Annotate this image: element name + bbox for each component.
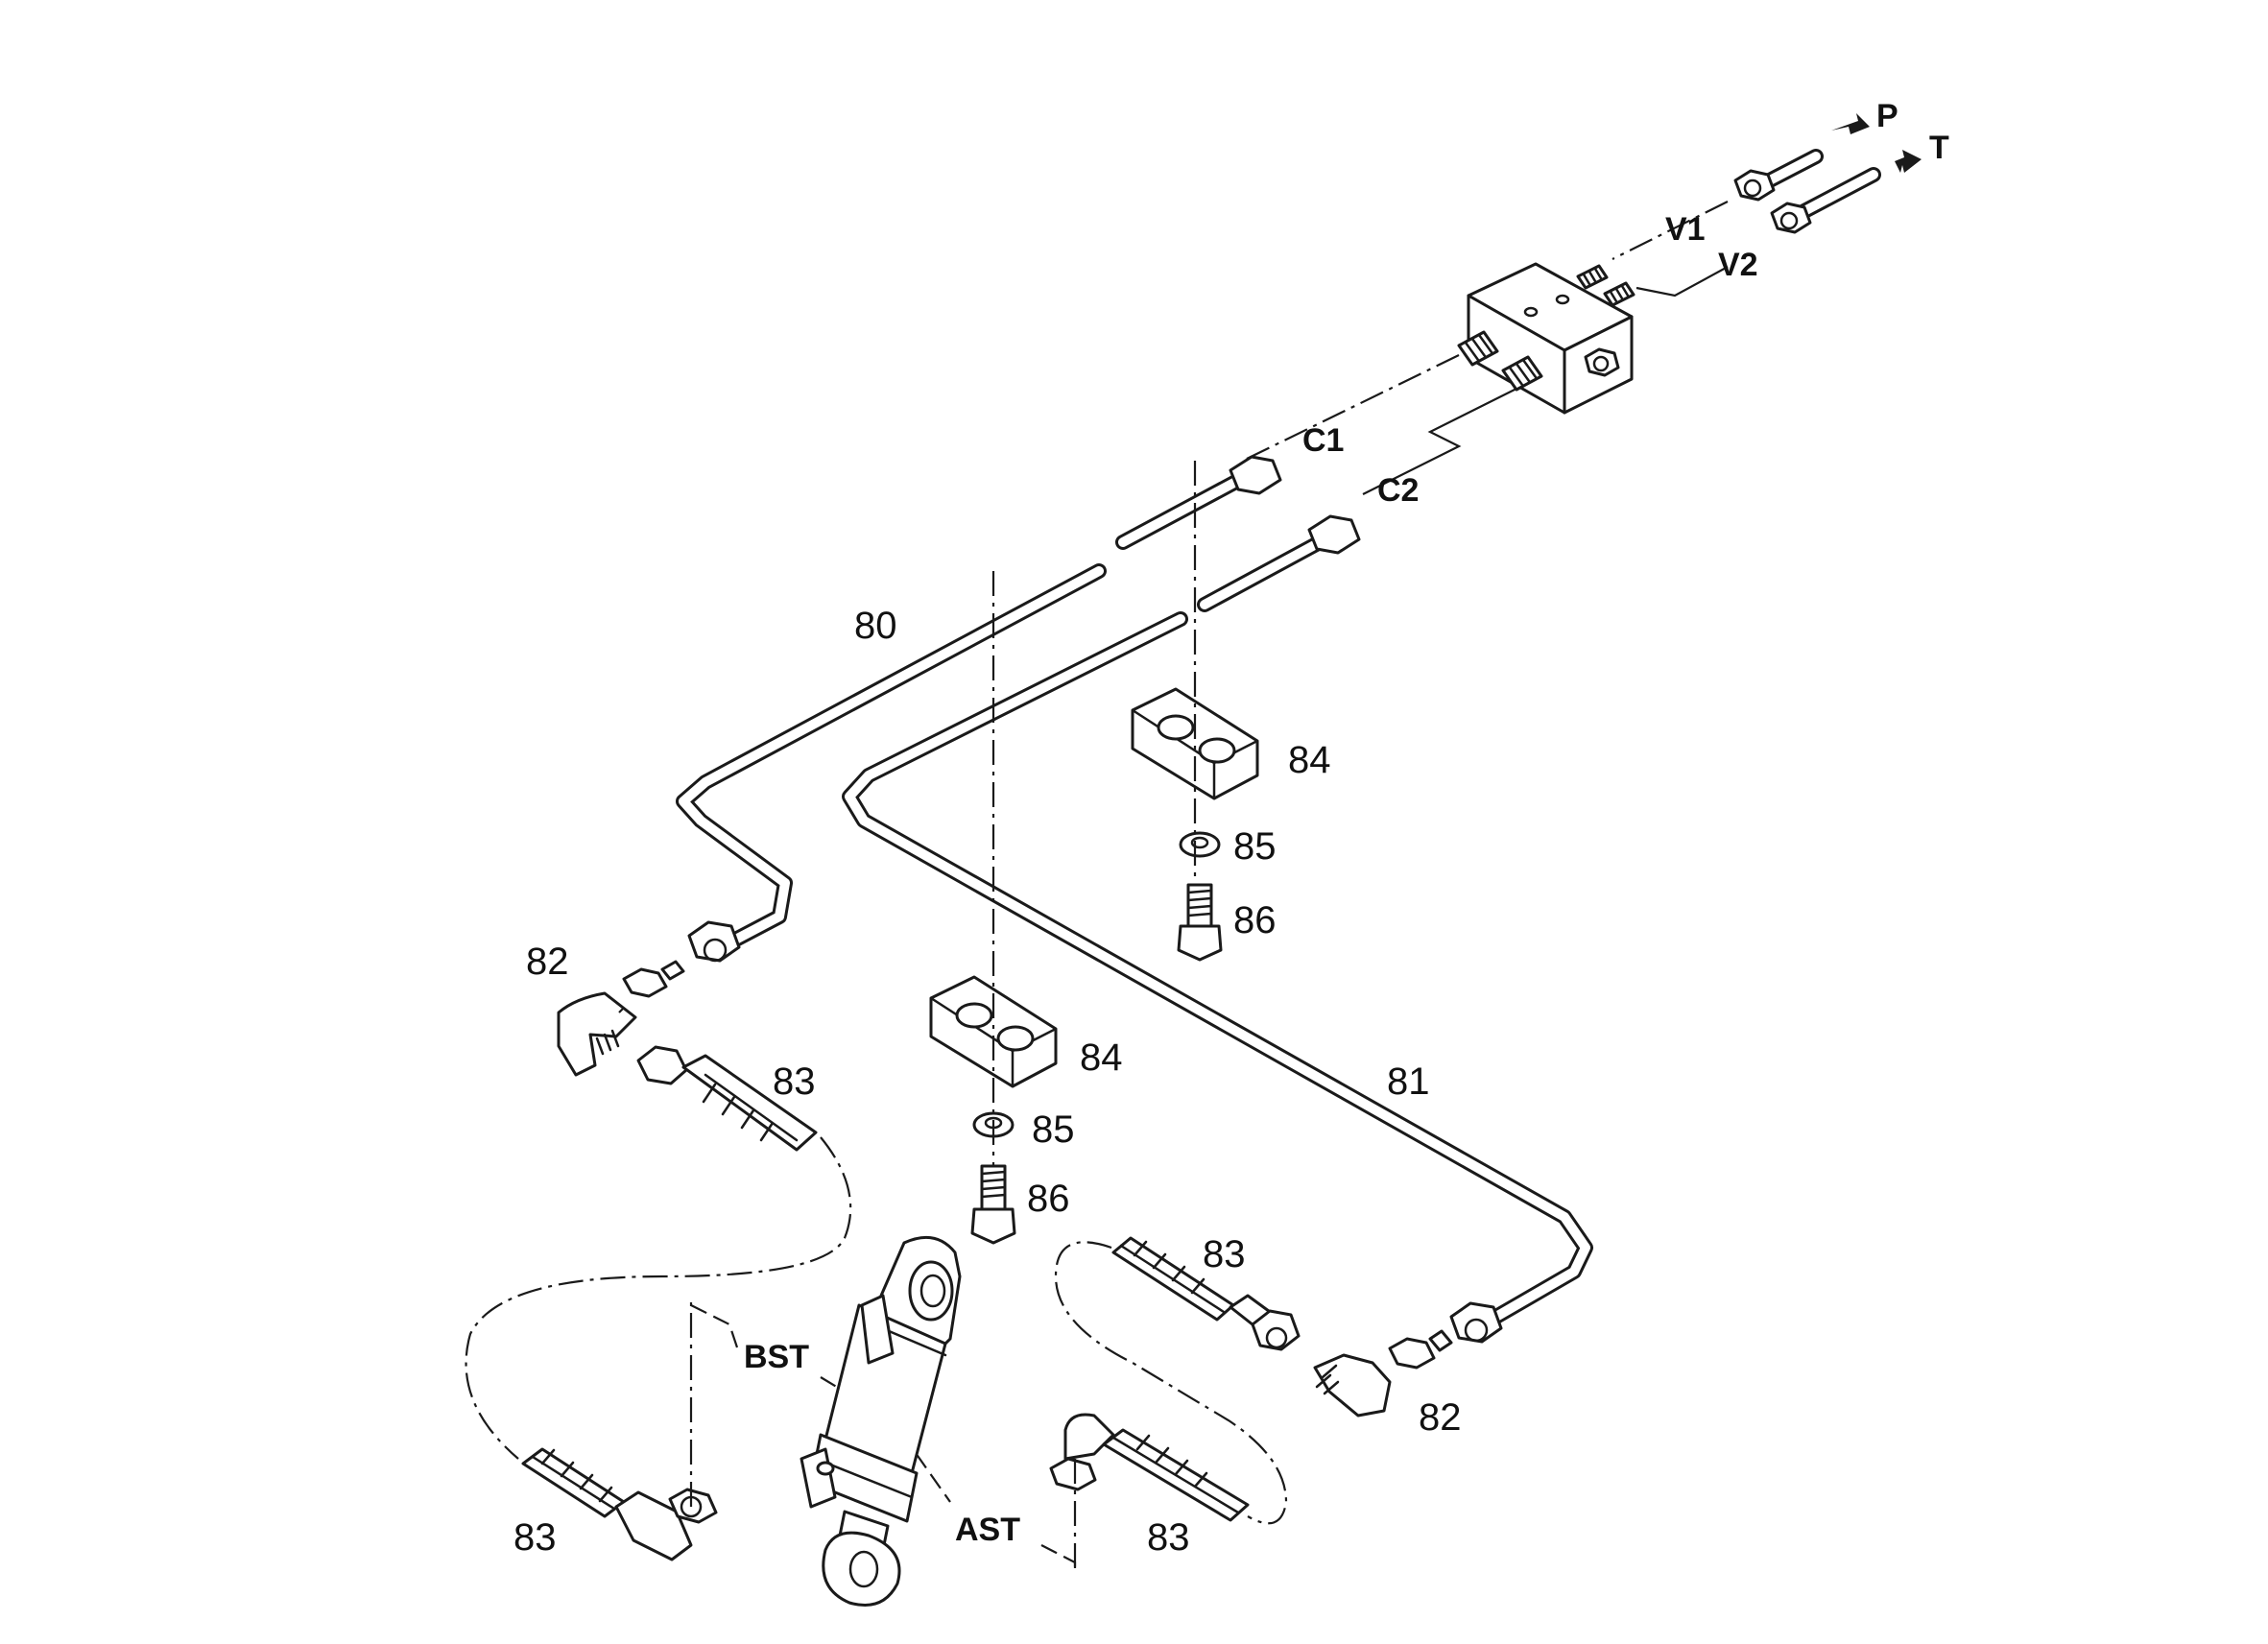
valve-plug-side	[1584, 347, 1620, 377]
pipe-80	[676, 455, 1282, 963]
callout-85-lower: 85	[1032, 1108, 1075, 1151]
sensor-box	[860, 1294, 895, 1365]
callout-80: 80	[854, 605, 897, 647]
callout-82-right: 82	[1419, 1396, 1462, 1439]
port-label-c1: C1	[1302, 422, 1344, 459]
port-fitting-v2	[1603, 281, 1635, 307]
callout-86-lower: 86	[1027, 1178, 1070, 1220]
valve-block	[1457, 262, 1635, 415]
pressure-arrow-icon	[1831, 113, 1870, 134]
pipe-81	[842, 514, 1593, 1344]
port-label-bst: BST	[744, 1339, 809, 1375]
port-fitting-v1	[1576, 264, 1609, 290]
callout-85-upper: 85	[1233, 825, 1277, 868]
port-label-c2: C2	[1377, 472, 1419, 509]
callout-83-top-left: 83	[773, 1060, 816, 1103]
elbow-fitting-82-left	[557, 960, 685, 1077]
port-fitting-c2	[1501, 355, 1543, 392]
hose-83-top-left	[636, 1045, 818, 1152]
port-label-p: P	[1876, 98, 1898, 134]
hydraulic-cylinder	[800, 1235, 962, 1607]
callout-83-middle-right: 83	[1203, 1233, 1246, 1275]
washer-85-upper	[1179, 831, 1221, 858]
screw-86-lower	[970, 1164, 1016, 1245]
clamp-84-lower	[929, 975, 1058, 1088]
hose-83-bottom-left	[521, 1447, 718, 1561]
elbow-fitting-82-right	[1313, 1329, 1453, 1418]
clamp-84-upper	[1131, 687, 1259, 800]
supply-line-v1	[1733, 113, 1870, 202]
callout-82-left: 82	[526, 941, 569, 983]
port-label-t: T	[1929, 130, 1949, 166]
callout-86-upper: 86	[1233, 899, 1277, 941]
port-label-ast: AST	[955, 1512, 1020, 1548]
callout-81: 81	[1387, 1060, 1430, 1103]
callout-83-bottom-left: 83	[513, 1516, 557, 1559]
port-label-v2: V2	[1718, 247, 1758, 283]
screw-86-upper	[1177, 883, 1223, 962]
callout-84-upper: 84	[1288, 739, 1331, 781]
port-label-v1: V1	[1665, 211, 1706, 248]
port-fitting-c1	[1457, 330, 1499, 367]
tank-arrow-icon	[1895, 150, 1922, 173]
hose-83-middle-right	[1111, 1236, 1301, 1351]
callout-84-lower: 84	[1080, 1036, 1123, 1079]
hose-83-bottom-right	[1049, 1413, 1250, 1522]
callout-83-bottom-right: 83	[1147, 1516, 1190, 1559]
return-line-v2	[1770, 150, 1922, 234]
